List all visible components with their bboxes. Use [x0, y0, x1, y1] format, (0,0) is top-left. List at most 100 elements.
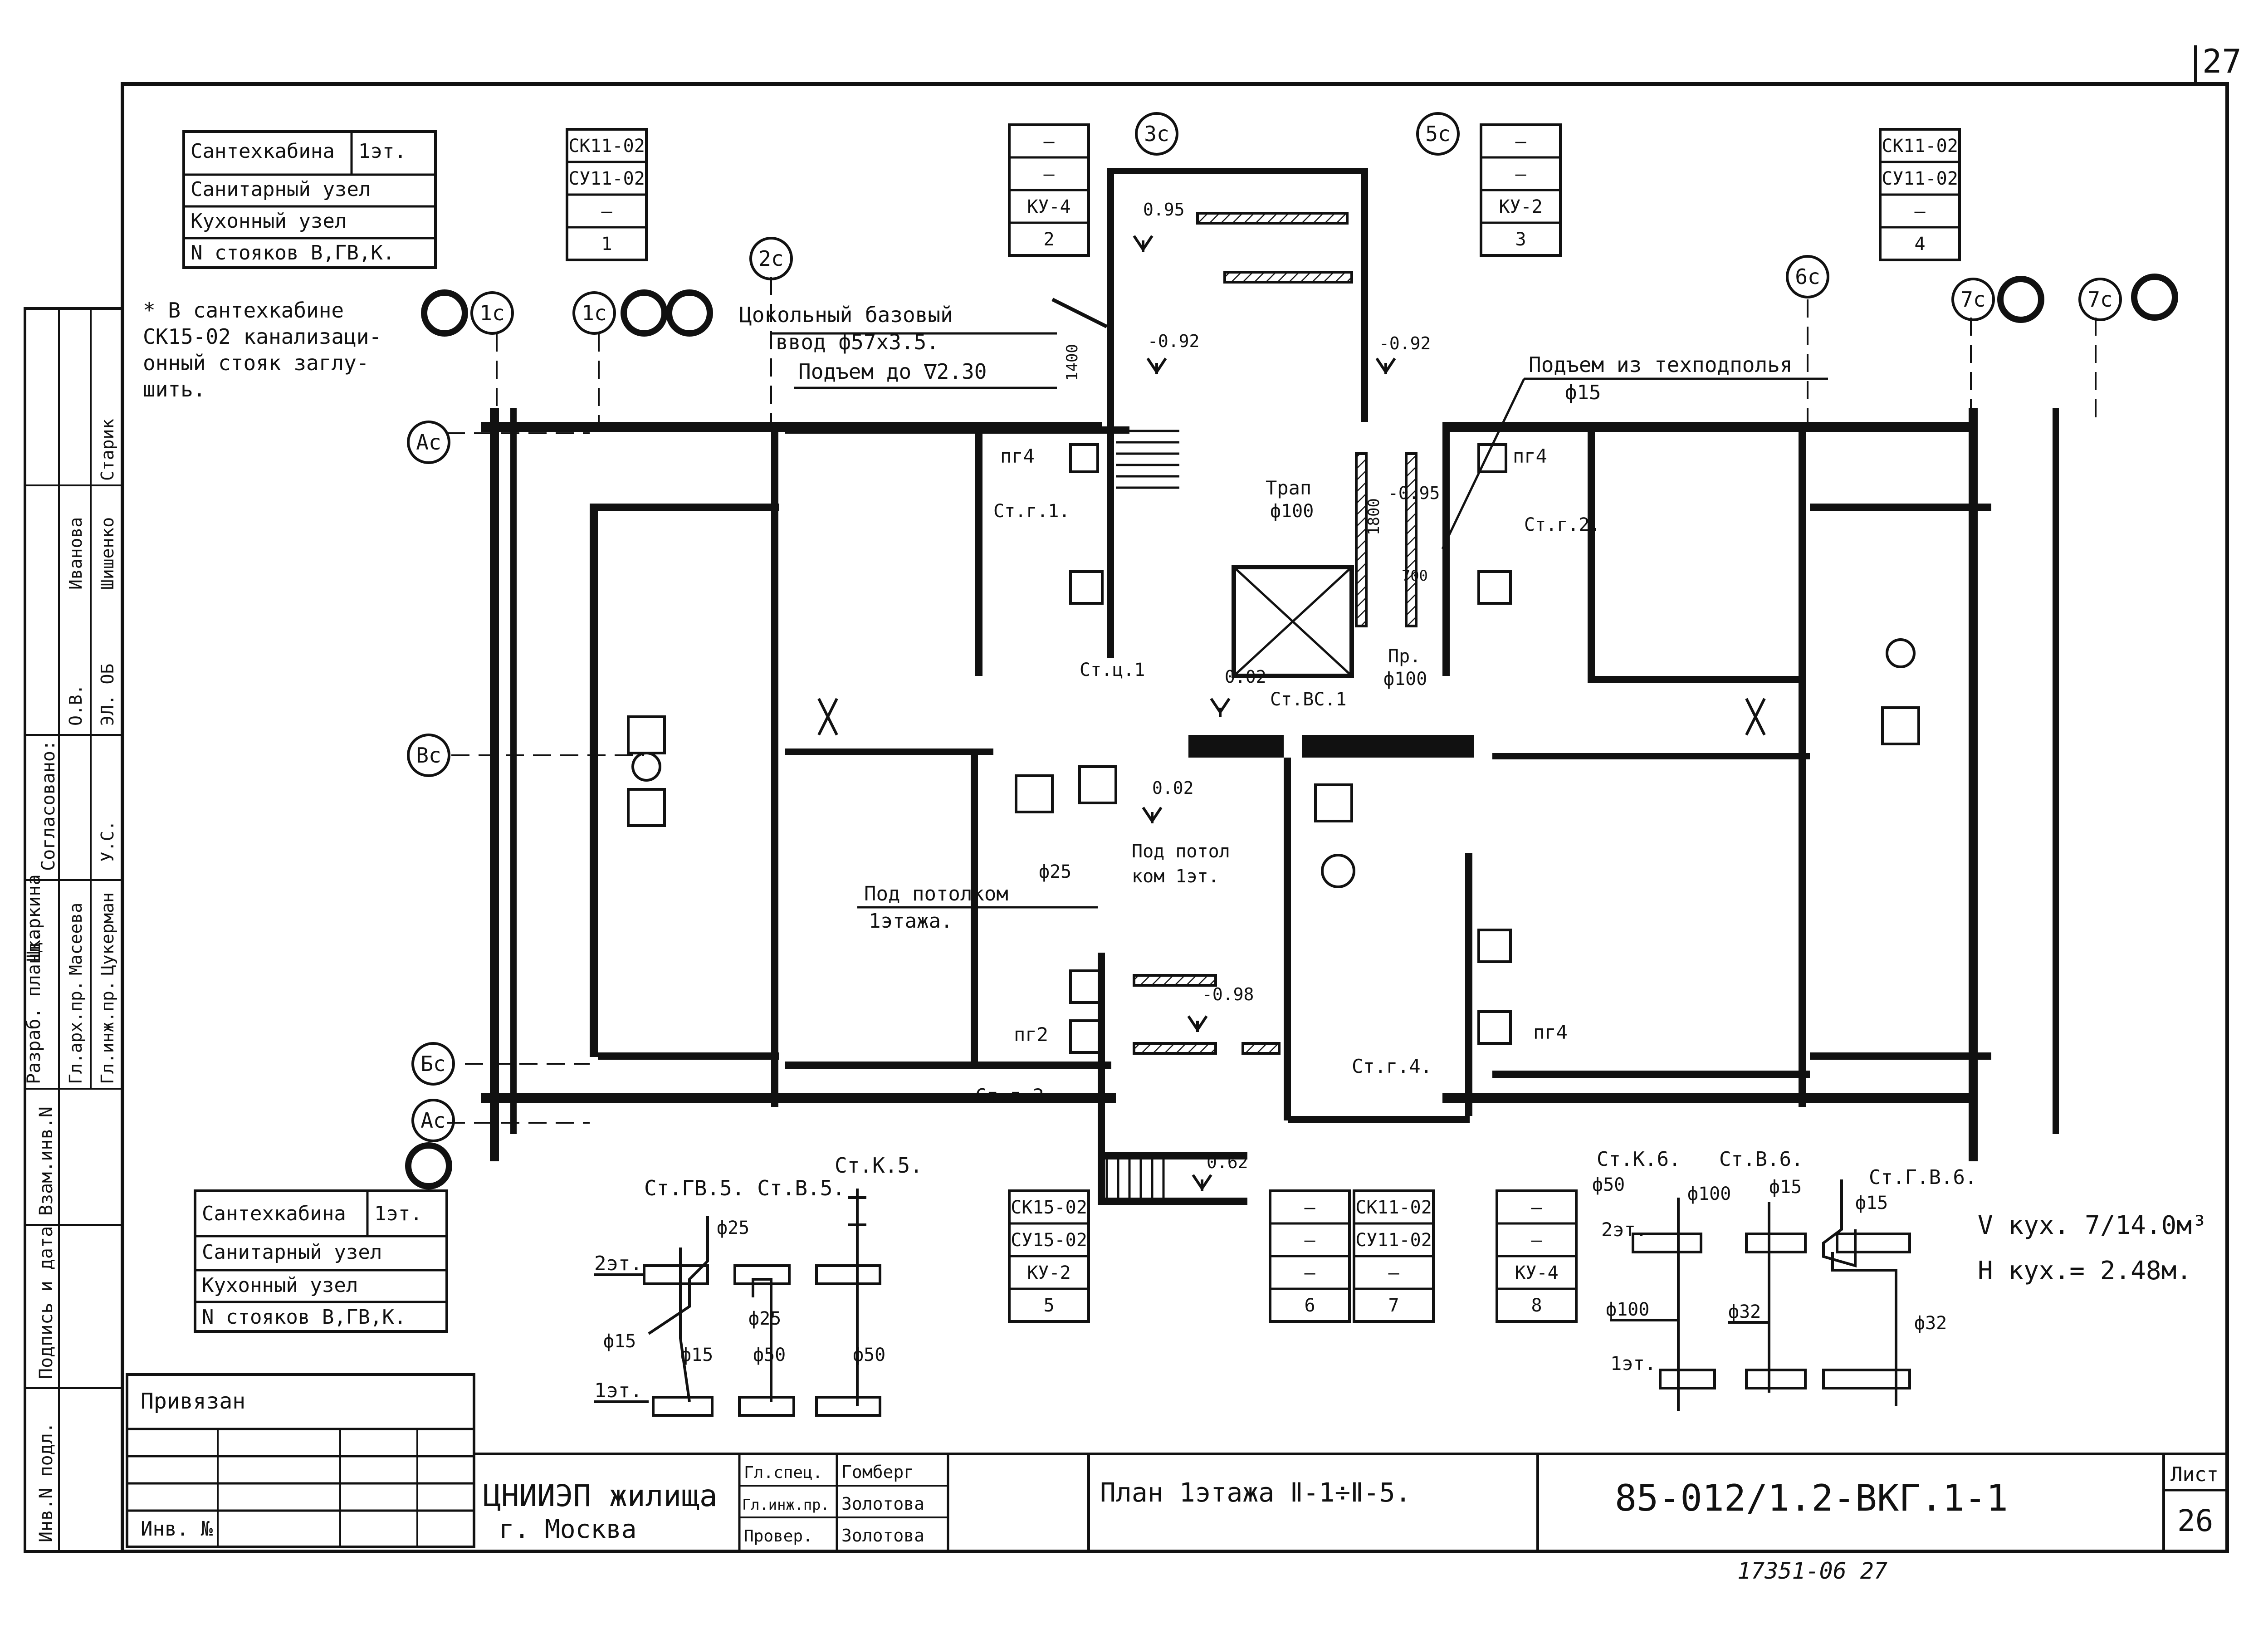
legend-bot-row-3: Кухонный узел — [202, 1274, 358, 1297]
building-walls — [447, 168, 2097, 1205]
level-092a: -0.92 — [1148, 331, 1199, 351]
stamp-code-1: О.В. — [66, 684, 86, 726]
unit-box-cell: — — [601, 201, 612, 222]
note-star-1: * В сантехкабине — [143, 298, 344, 323]
unit-box-cell: — — [1515, 131, 1526, 152]
riser-right-d6: ф32 — [1728, 1301, 1761, 1322]
trap-2: ф100 — [1270, 501, 1314, 522]
riser-right-d4: ф15 — [1855, 1193, 1888, 1213]
stamp-role-2: Гл.арх.пр. — [66, 980, 86, 1084]
stamp-name-3: Цукерман — [98, 892, 117, 975]
unit-box-cell: 7 — [1388, 1295, 1399, 1316]
label-st-g1: Ст.г.1. — [993, 501, 1070, 522]
label-pg4-c: пг4 — [1533, 1021, 1568, 1043]
stamp-code-3: У.С. — [98, 820, 117, 862]
inlet-note-1: Цокольный базовый — [739, 303, 953, 327]
axis-mark-circle — [407, 734, 450, 777]
legend-table-bottom: Сантехкабина 1эт. Санитарный узел Кухонн… — [194, 1189, 448, 1333]
label-st-c1: Ст.ц.1 — [1080, 660, 1145, 680]
ceiling2-note-2: ком 1эт. — [1132, 866, 1219, 887]
unit-box-cell: СУ11-02 — [1355, 1230, 1432, 1251]
stamp-name-2: Масеева — [66, 903, 86, 975]
riser-left-fl2: 2эт. — [594, 1252, 642, 1275]
axis-mark-circle — [411, 1099, 455, 1142]
riser-left-head-b: Ст.К.5. — [835, 1153, 923, 1178]
stamp-role-b: Гл.инж.пр. — [742, 1496, 830, 1513]
lift-note-2: ф15 — [1565, 381, 1601, 404]
label-pg2: пг2 — [1014, 1023, 1048, 1046]
unit-box-cell: — — [1304, 1197, 1315, 1218]
riser-ring — [666, 289, 713, 337]
unit-box-cell: — — [1304, 1262, 1315, 1283]
level-062: 0.62 — [1207, 1152, 1248, 1172]
unit-box-cell: КУ-2 — [1499, 196, 1542, 217]
axis-mark-label: 7с — [1960, 287, 1985, 312]
unit-box-cell: 8 — [1531, 1295, 1542, 1316]
stamp-replace-label: Взам.инв.N — [36, 1106, 57, 1216]
riser-right-d7: ф32 — [1914, 1313, 1947, 1334]
ceiling-note-1: Под потолком — [864, 882, 1008, 905]
unit-box-cell: КУ-4 — [1027, 196, 1070, 217]
unit-box-cell: — — [1043, 131, 1055, 152]
riser-left-d4: ф25 — [748, 1308, 781, 1329]
unit-boxes: СК11-02СУ11-02—1——КУ-42——КУ-23СК11-02СУ1… — [566, 123, 1961, 1323]
riser-left-d3: ф15 — [680, 1345, 713, 1365]
unit-box-cell: — — [1531, 1197, 1542, 1218]
stamp-inv-label: Инв.N подл. — [36, 1422, 57, 1542]
stamp-sign-label: Подпись и дата — [36, 1226, 57, 1379]
dim-1400: 1400 — [1063, 344, 1081, 381]
label-f25: ф25 — [1039, 861, 1071, 882]
label-pg4-a: пг4 — [1000, 445, 1035, 467]
plan-labels: пг4 пг4 пг4 пг2 Ст.г.1. Ст.г.2. Ст.г.3. … — [975, 200, 1601, 1172]
unit-box-cell: 3 — [1515, 229, 1526, 250]
unit-box-cell: СК11-02 — [1882, 136, 1958, 157]
privyazan: Привязан — [141, 1389, 245, 1414]
label-st-vs1: Ст.ВС.1 — [1270, 689, 1347, 710]
bottom-note: 17351-06 27 — [1737, 1558, 1887, 1584]
axis-mark-label: 2с — [758, 246, 783, 271]
page-number: 27 — [2202, 42, 2242, 80]
legend-top-row-1: Сантехкабина — [191, 140, 335, 163]
unit-box-cell: СК15-02 — [1011, 1197, 1087, 1218]
inlet-note-3: Подъем до ∇2.30 — [798, 359, 987, 384]
dim-700: 700 — [1402, 567, 1428, 584]
axis-mark-label: 7с — [2087, 287, 2112, 312]
dim-1800: 1800 — [1365, 498, 1383, 535]
ceiling-note-2: 1этажа. — [869, 910, 953, 933]
riser-right-d2: ф100 — [1687, 1184, 1731, 1204]
sheet-number: 26 — [2177, 1503, 2213, 1538]
unit-box-cell: СУ11-02 — [568, 168, 645, 189]
riser-ring — [421, 289, 468, 337]
riser-right-head-2: Ст.В.6. — [1719, 1148, 1803, 1171]
level-095: 0.95 — [1143, 200, 1185, 220]
label-st-g3: Ст.г.3. — [975, 1085, 1056, 1107]
unit-box-cell: СУ15-02 — [1011, 1230, 1087, 1251]
riser-right-fl2: 2эт. — [1601, 1218, 1647, 1241]
label-pg4-b: пг4 — [1513, 445, 1547, 467]
legend-top-row-4: N стояков В,ГВ,К. — [191, 241, 395, 264]
sheet-label: Лист — [2170, 1463, 2219, 1486]
lift-note-1: Подъем из техподполья — [1529, 352, 1793, 377]
riser-right-d1: ф50 — [1592, 1174, 1625, 1195]
unit-box-cell: 1 — [601, 234, 612, 254]
legend-bot-row-1: Сантехкабина — [202, 1202, 346, 1225]
axis-mark-circle — [1951, 278, 1995, 321]
label-st-g4: Ст.г.4. — [1352, 1055, 1432, 1077]
axis-mark-circle — [1135, 112, 1178, 156]
axis-mark-label: Бс — [420, 1052, 445, 1076]
stamp-role-c: Провер. — [744, 1527, 813, 1546]
unit-box-cell: — — [1515, 164, 1526, 185]
sheet-code: 85-012/1.2-ВКГ.1-1 — [1615, 1477, 2008, 1519]
riser-right-fl1: 1эт. — [1610, 1352, 1656, 1375]
unit-box-cell: КУ-4 — [1515, 1262, 1558, 1283]
axis-mark-label: 5с — [1425, 122, 1450, 146]
volume-note: V кух. 7/14.0м³ — [1978, 1211, 2207, 1240]
riser-left-fl1: 1эт. — [594, 1379, 642, 1402]
note-star-2: СК15-02 канализаци- — [143, 324, 381, 349]
org-name: ЦНИИЭП жилища — [483, 1478, 718, 1513]
note-star-4: шить. — [143, 377, 205, 401]
unit-box-cell: — — [1304, 1230, 1315, 1251]
unit-box-cell: — — [1531, 1230, 1542, 1251]
axis-mark-circle — [1786, 255, 1829, 298]
